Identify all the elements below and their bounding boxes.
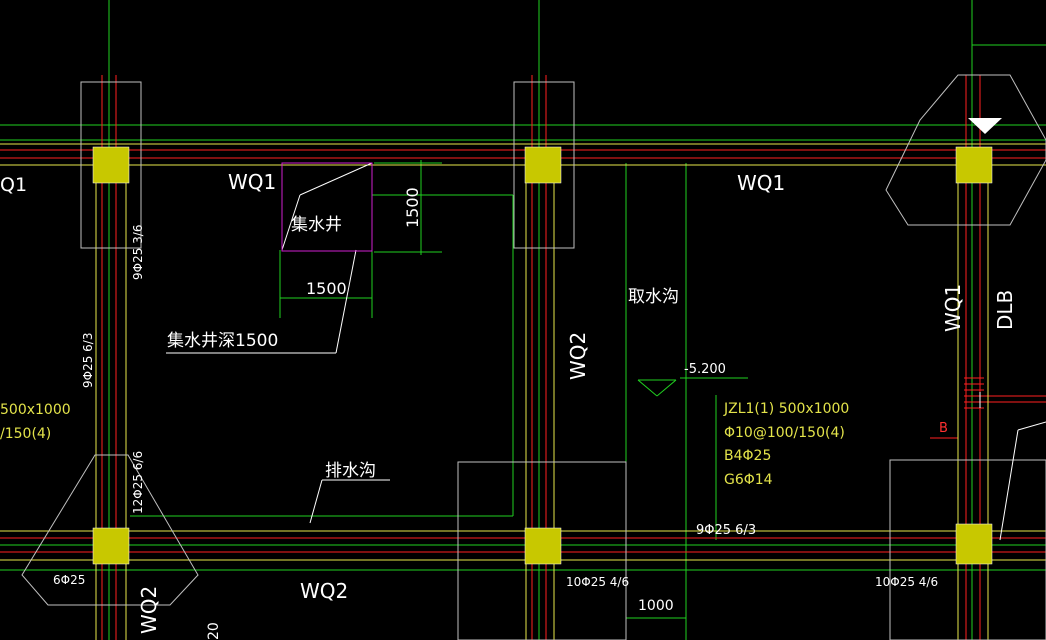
- wall-label: WQ2: [300, 579, 348, 603]
- rebar-label: 9Φ25 6/3: [696, 523, 756, 538]
- columns: [92, 146, 993, 565]
- intake-label: 取水沟: [628, 287, 679, 307]
- column[interactable]: [955, 146, 993, 184]
- labels: Q1 WQ1 WQ1 WQ1 DLB 集水井 集水井深1500 排水沟 取水沟 …: [0, 170, 1017, 640]
- beam-callout-line: /150(4): [0, 426, 51, 442]
- dimension-label: 1500: [403, 187, 422, 228]
- wall-label: DLB: [993, 290, 1017, 330]
- beam-callout-line: G6Φ14: [724, 472, 773, 488]
- wall-label: WQ1: [228, 170, 276, 194]
- level-marker-icon: [968, 118, 1002, 134]
- sump-label: 集水井: [291, 215, 342, 235]
- rebar-label: 12Φ25 6/6: [131, 451, 145, 514]
- rebar-label: 9Φ25 6/3: [81, 333, 95, 388]
- outlines: [21, 74, 1046, 640]
- wall-lines: [0, 143, 1046, 640]
- wall-label: WQ1: [941, 284, 965, 332]
- sump-pit[interactable]: [281, 162, 373, 252]
- drain-label: 排水沟: [325, 461, 376, 481]
- grid-lines: [0, 75, 1046, 640]
- wall-label: WQ2: [566, 332, 590, 380]
- rebar-label: 9Φ25 3/6: [131, 225, 145, 280]
- wall-label: WQ2: [137, 586, 161, 634]
- elevation-label: -5.200: [684, 362, 726, 377]
- beam-callout-line: Φ10@100/150(4): [724, 425, 845, 441]
- beam-callout-line: B4Φ25: [724, 448, 771, 464]
- section-mark: B: [939, 421, 948, 436]
- column[interactable]: [92, 527, 130, 565]
- column[interactable]: [955, 523, 993, 565]
- column[interactable]: [92, 146, 130, 184]
- wall-label: WQ1: [737, 171, 785, 195]
- rebar-label: 10Φ25 4/6: [875, 575, 938, 589]
- dimension-label: 1500: [306, 279, 347, 298]
- rebar-label: 6Φ25: [53, 573, 85, 587]
- dimension-label: 1000: [638, 598, 674, 614]
- column[interactable]: [524, 146, 562, 184]
- wall-label: Q1: [0, 174, 27, 196]
- column[interactable]: [524, 527, 562, 565]
- stray-label: 20: [206, 622, 222, 640]
- rebar-label: 10Φ25 4/6: [566, 575, 629, 589]
- sump-depth-label: 集水井深1500: [167, 331, 278, 351]
- beam-callout-line: 500x1000: [0, 402, 71, 418]
- beam-callout-line: JZL1(1) 500x1000: [723, 401, 849, 417]
